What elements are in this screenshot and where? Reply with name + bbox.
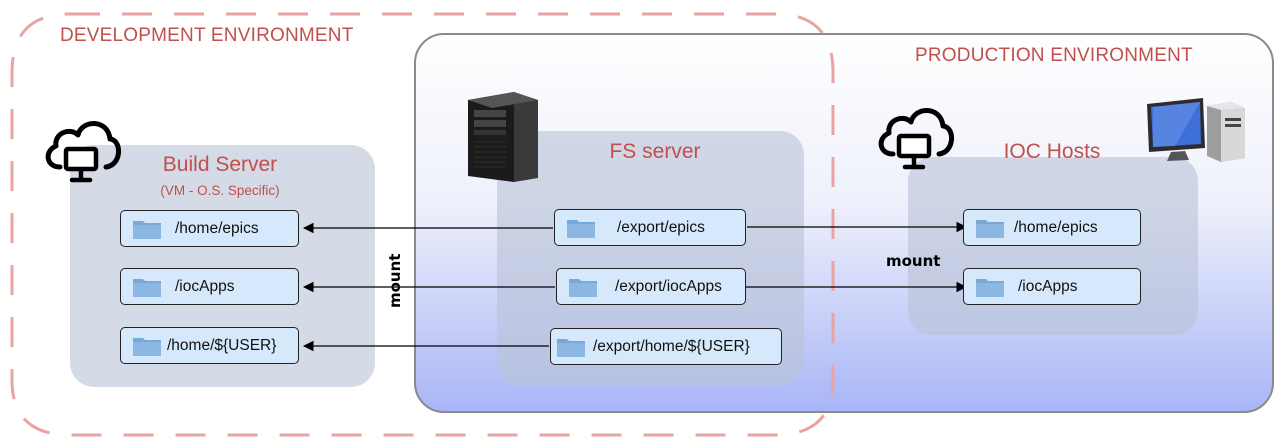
folder-icon xyxy=(133,278,161,297)
fs-folder-export-iocapps[interactable]: /export/iocApps xyxy=(556,268,746,305)
folder-icon xyxy=(976,278,1004,297)
server-tower-icon xyxy=(468,92,538,182)
folder-icon xyxy=(569,278,597,297)
development-environment-label: DEVELOPMENT ENVIRONMENT xyxy=(60,25,354,46)
development-environment-border xyxy=(10,12,835,437)
mount-label-left: mount xyxy=(386,253,404,308)
cloud-monitor-icon xyxy=(878,108,954,170)
fs-folder-export-epics[interactable]: /export/epics xyxy=(554,209,746,246)
ioc-folder-home-epics[interactable]: /home/epics xyxy=(963,209,1141,246)
folder-icon xyxy=(133,220,161,239)
fs-folder-export-home-user[interactable]: /export/home/${USER} xyxy=(550,328,782,365)
folder-label: /iocApps xyxy=(175,277,235,295)
folder-label: /export/epics xyxy=(617,218,705,236)
desktop-computer-icon xyxy=(1147,98,1245,162)
build-server-title: Build Server xyxy=(162,153,278,176)
folder-label: /home/${USER} xyxy=(167,336,277,354)
cloud-monitor-icon xyxy=(45,121,121,183)
folder-label: /home/epics xyxy=(1014,218,1098,236)
folder-icon xyxy=(557,338,585,357)
mount-label-right: mount xyxy=(886,252,941,270)
folder-label: /export/iocApps xyxy=(615,277,722,295)
folder-icon xyxy=(133,337,161,356)
folder-label: /export/home/${USER} xyxy=(593,337,750,355)
fs-server-title: FS server xyxy=(609,140,701,163)
build-folder-iocapps[interactable]: /iocApps xyxy=(120,268,299,305)
production-environment-label: PRODUCTION ENVIRONMENT xyxy=(915,45,1193,66)
build-folder-home-epics[interactable]: /home/epics xyxy=(120,210,299,247)
folder-label: /iocApps xyxy=(1018,277,1078,295)
ioc-hosts-title: IOC Hosts xyxy=(1003,140,1101,163)
folder-icon xyxy=(976,219,1004,238)
ioc-folder-iocapps[interactable]: /iocApps xyxy=(963,268,1141,305)
build-server-subtitle: (VM - O.S. Specific) xyxy=(160,183,280,198)
ioc-hosts-panel xyxy=(908,157,1198,335)
folder-icon xyxy=(567,219,595,238)
folder-label: /home/epics xyxy=(175,219,259,237)
build-folder-home-user[interactable]: /home/${USER} xyxy=(120,327,299,364)
